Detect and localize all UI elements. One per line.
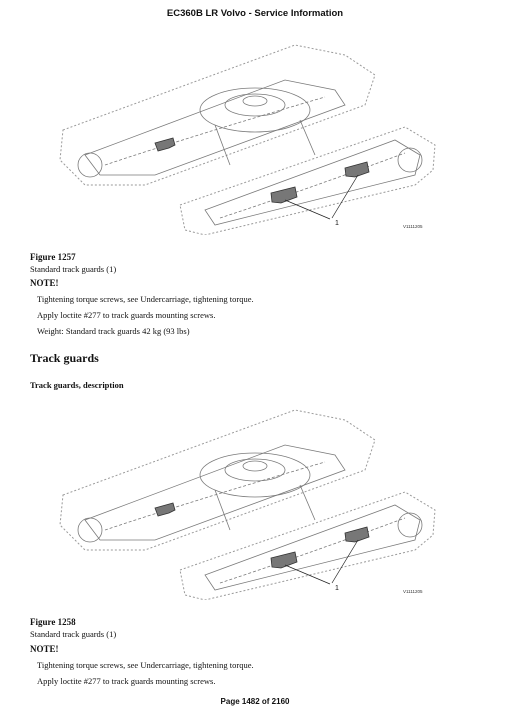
undercarriage-illustration-2: 1 V1111205 xyxy=(45,400,445,600)
track-guard-front-left xyxy=(270,186,298,204)
undercarriage-drawing: 1 V1111205 xyxy=(59,409,436,600)
figure-caption: Standard track guards (1) xyxy=(30,264,117,274)
page-header-title: EC360B LR Volvo - Service Information xyxy=(166,8,344,19)
track-guard-front-right xyxy=(344,526,370,543)
figure-code: V1111205 xyxy=(403,224,423,229)
undercarriage-drawing: 1 V1111205 xyxy=(59,44,436,235)
figure-label: Figure 1257 xyxy=(30,252,76,262)
note-line: Tightening torque screws, see Undercarri… xyxy=(37,660,254,670)
undercarriage-illustration-1: 1 V1111205 xyxy=(45,35,445,235)
note-line: Apply loctite #277 to track guards mount… xyxy=(37,676,216,686)
section-subtitle: Track guards, description xyxy=(30,380,124,390)
track-guard-front-left xyxy=(270,551,298,569)
track-guard-rear xyxy=(154,137,176,152)
track-guard-front-right xyxy=(344,161,370,178)
note-line: Weight: Standard track guards 42 kg (93 … xyxy=(37,326,190,336)
figure-code: V1111205 xyxy=(403,589,423,594)
figure-label: Figure 1258 xyxy=(30,617,76,627)
note-line: Tightening torque screws, see Undercarri… xyxy=(37,294,254,304)
rear-track-outline xyxy=(59,44,376,186)
section-title: Track guards xyxy=(30,351,99,365)
figure-caption: Standard track guards (1) xyxy=(30,629,117,639)
note-heading: NOTE! xyxy=(30,644,59,654)
figure-callout-number: 1 xyxy=(335,585,339,592)
front-track-outline xyxy=(179,126,436,235)
note-heading: NOTE! xyxy=(30,278,59,288)
page-footer-number: Page 1482 of 2160 xyxy=(220,697,290,706)
note-line: Apply loctite #277 to track guards mount… xyxy=(37,310,216,320)
figure-callout-number: 1 xyxy=(335,220,339,227)
track-guard-rear xyxy=(154,502,176,517)
